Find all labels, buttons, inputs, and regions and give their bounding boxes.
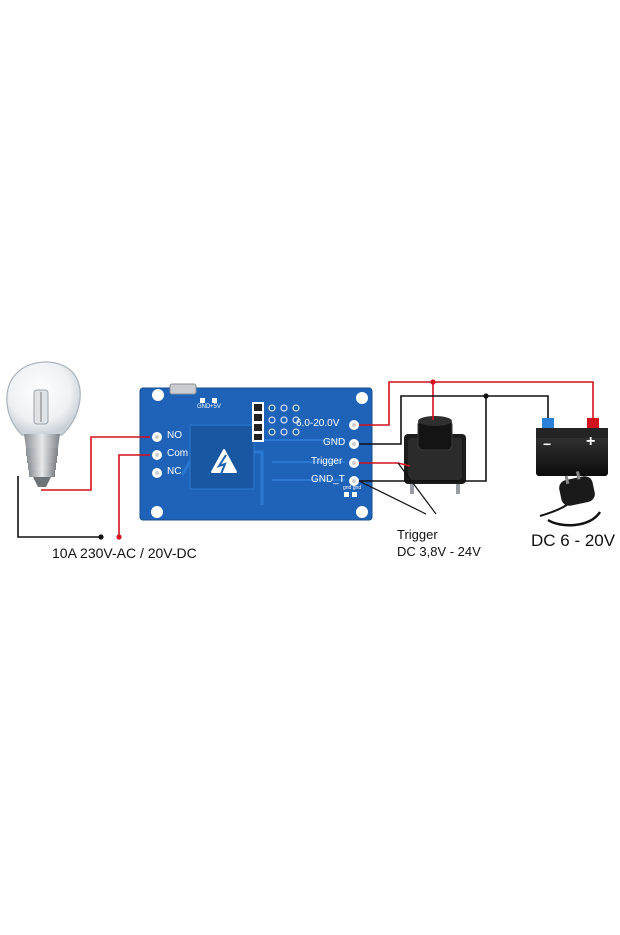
wires bbox=[17, 381, 594, 538]
load-rating-label: 10A 230V-AC / 20V-DC bbox=[52, 545, 197, 561]
battery-minus-sign: − bbox=[543, 436, 552, 452]
input-label-trigger: Trigger bbox=[311, 456, 343, 467]
battery-plus-sign: + bbox=[586, 433, 596, 450]
junction-dot bbox=[483, 393, 489, 399]
wire-gnd-t bbox=[359, 396, 487, 482]
trigger-caption-range: DC 3,8V - 24V bbox=[397, 544, 481, 559]
power-adapter-icon bbox=[539, 471, 602, 527]
wire-gnd bbox=[359, 395, 549, 445]
power-caption: DC 6 - 20V bbox=[531, 531, 616, 550]
wire-lamp-no bbox=[41, 436, 150, 491]
push-button-icon bbox=[404, 416, 466, 494]
input-label-gnd: GND bbox=[323, 437, 346, 448]
relay-module-pcb bbox=[139, 383, 373, 521]
input-label-gnd-t: GND_T bbox=[311, 474, 345, 485]
wire-vin bbox=[359, 381, 594, 426]
battery-icon bbox=[536, 418, 608, 476]
header-label-gnd: GND bbox=[197, 404, 211, 410]
light-bulb-icon bbox=[6, 361, 81, 487]
wire-com bbox=[118, 454, 150, 537]
small-pin-label: gnd gnd bbox=[343, 485, 362, 491]
trigger-pointer-2 bbox=[358, 480, 427, 515]
trigger-caption-title: Trigger bbox=[397, 527, 438, 542]
junction-dot bbox=[116, 534, 122, 540]
terminal-label-nc: NC bbox=[167, 466, 182, 477]
junction-dot bbox=[430, 379, 436, 385]
wire-lamp-return bbox=[17, 476, 101, 538]
trigger-pointer-1 bbox=[397, 462, 437, 515]
input-label-vin: 6.0-20.0V bbox=[296, 418, 340, 429]
junction-dot bbox=[98, 534, 104, 540]
terminal-label-no: NO bbox=[167, 430, 182, 441]
header-label-5v: +5V bbox=[210, 404, 221, 410]
terminal-label-com: Com bbox=[167, 448, 189, 459]
